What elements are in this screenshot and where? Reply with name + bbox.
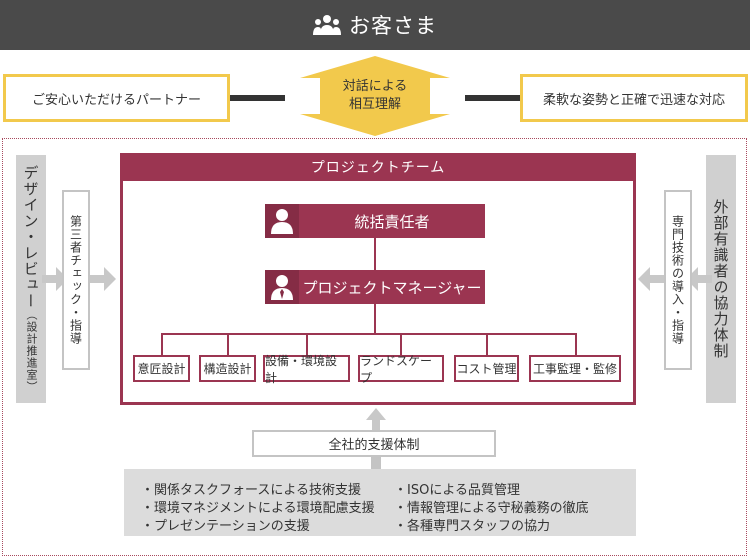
left-arrow-2 — [90, 267, 116, 291]
project-team-title: プロジェクトチーム — [120, 153, 636, 181]
list-item: 環境マネジメントによる環境配慮支援 — [141, 500, 375, 518]
support-details: 関係タスクフォースによる技術支援 環境マネジメントによる環境配慮支援 プレゼンテ… — [124, 469, 636, 536]
subteam-drop-6 — [575, 333, 577, 355]
external-experts-label: 外部有識者の協力体制 — [711, 199, 730, 359]
right-connector — [465, 95, 523, 101]
subteam-drop-1 — [161, 333, 163, 355]
role-connector-1 — [374, 238, 376, 270]
left-connector — [230, 95, 285, 101]
list-item: 情報管理による守秘義務の徹底 — [394, 500, 589, 518]
general-manager-box: 統括責任者 — [265, 204, 485, 238]
people-icon — [313, 15, 341, 35]
customer-banner: お客さま — [0, 0, 750, 50]
response-box: 柔軟な姿勢と正確で迅速な対応 — [520, 74, 748, 122]
list-item: プレゼンテーションの支援 — [141, 518, 375, 536]
third-party-check-label: 第三者チェック・指導 — [68, 215, 83, 345]
support-stem — [371, 457, 381, 469]
expertise-label: 専門技術の導入・指導 — [670, 215, 685, 345]
expertise-panel: 専門技術の導入・指導 — [664, 190, 692, 370]
general-manager-label: 統括責任者 — [354, 212, 430, 231]
dialog-label: 対話による 相互理解 — [280, 78, 470, 114]
subteam-design: 意匠設計 — [133, 355, 190, 382]
manager-person-icon — [265, 270, 299, 304]
design-review-panel: デザイン・レビュー （設計推進室） — [16, 155, 46, 403]
partner-label: ご安心いただけるパートナー — [31, 92, 201, 108]
right-arrow-1 — [686, 267, 712, 291]
project-manager-box: プロジェクトマネージャー — [265, 270, 485, 304]
design-review-label: デザイン・レビュー — [21, 165, 40, 309]
support-list-right: ISOによる品質管理 情報管理による守秘義務の徹底 各種専門スタッフの協力 — [394, 482, 589, 536]
person-icon — [265, 204, 299, 238]
list-item: 関係タスクフォースによる技術支援 — [141, 482, 375, 500]
subteam-equipment: 設備・環境設計 — [263, 354, 350, 385]
project-manager-label: プロジェクトマネージャー — [302, 278, 482, 297]
design-review-sub: （設計推進室） — [25, 309, 38, 393]
support-up-arrow — [366, 408, 386, 432]
list-item: 各種専門スタッフの協力 — [394, 518, 589, 536]
subteam-landscape: ランドスケープ — [358, 354, 444, 385]
external-experts-panel: 外部有識者の協力体制 — [706, 155, 736, 403]
subteam-cost: コスト管理 — [454, 355, 519, 382]
subteam-drop-4 — [400, 333, 402, 355]
subteam-connector — [161, 333, 576, 335]
right-arrow-2 — [638, 267, 664, 291]
organization-frame — [2, 138, 747, 556]
role-connector-2 — [374, 304, 376, 333]
dialog-line1: 対話による — [342, 79, 408, 94]
subteam-supervision: 工事監理・監修 — [529, 355, 621, 382]
subteam-drop-2 — [227, 333, 229, 355]
support-list-left: 関係タスクフォースによる技術支援 環境マネジメントによる環境配慮支援 プレゼンテ… — [141, 482, 375, 536]
partner-box: ご安心いただけるパートナー — [3, 74, 230, 122]
subteam-structure: 構造設計 — [199, 355, 256, 382]
dialog-line2: 相互理解 — [348, 97, 401, 112]
left-arrow-1 — [42, 267, 68, 291]
company-support-title: 全社的支援体制 — [328, 438, 420, 453]
dialog-double-arrow — [300, 56, 450, 136]
banner-title: お客さま — [349, 14, 437, 38]
third-party-check-panel: 第三者チェック・指導 — [62, 190, 90, 370]
subteam-drop-5 — [486, 333, 488, 355]
response-label: 柔軟な姿勢と正確で迅速な対応 — [542, 92, 725, 108]
list-item: ISOによる品質管理 — [394, 482, 589, 500]
subteam-drop-3 — [306, 333, 308, 355]
company-support-box: 全社的支援体制 — [252, 430, 496, 457]
